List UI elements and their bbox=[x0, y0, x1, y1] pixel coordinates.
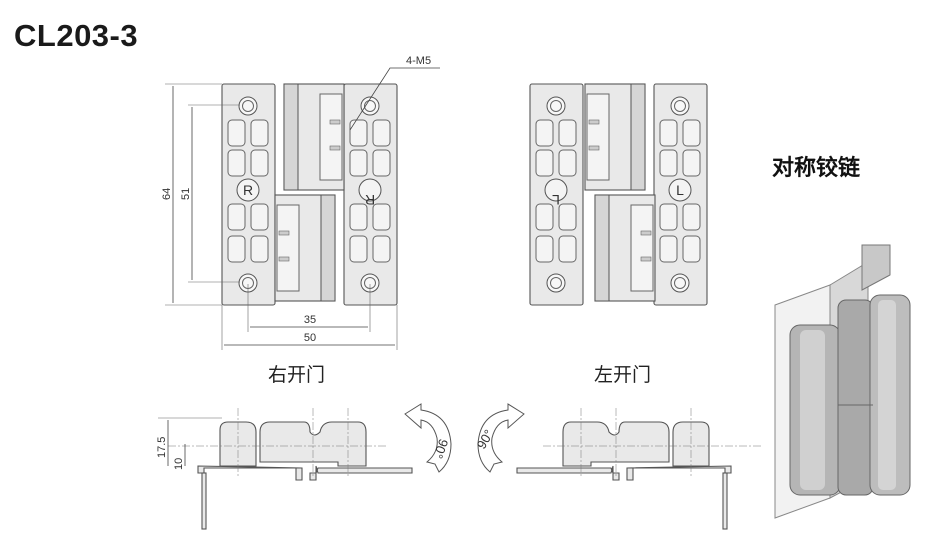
l-mark: L bbox=[676, 182, 684, 198]
r-mark-rotated: R bbox=[365, 192, 375, 208]
right-door-caption: 右开门 bbox=[268, 364, 326, 386]
rotation-arrow-right: 90° bbox=[404, 403, 452, 473]
dim-64: 64 bbox=[161, 188, 173, 200]
dim-17-5: 17.5 bbox=[156, 437, 168, 458]
hinge-3d-illustration bbox=[774, 244, 911, 519]
dim-51: 51 bbox=[180, 188, 192, 200]
dim-10: 10 bbox=[173, 458, 185, 470]
dim-35: 35 bbox=[304, 314, 316, 326]
symmetric-hinge-label: 对称铰链 bbox=[772, 156, 861, 181]
rotation-arrow-left: 90° bbox=[474, 403, 525, 473]
right-door-side-view: 17.5 10 bbox=[156, 407, 413, 530]
right-door-front-view: R R 64 51 35 50 4-M5 bbox=[161, 55, 440, 350]
left-door-front-view: L L bbox=[529, 83, 708, 306]
l-mark-rotated: L bbox=[552, 192, 560, 208]
r-mark: R bbox=[243, 182, 253, 198]
left-door-caption: 左开门 bbox=[594, 364, 652, 386]
dim-4-m5: 4-M5 bbox=[406, 55, 431, 67]
left-door-side-view bbox=[516, 407, 762, 530]
dim-50: 50 bbox=[304, 332, 316, 344]
svg-text:90°: 90° bbox=[430, 437, 451, 461]
product-code-title: CL203-3 bbox=[14, 18, 139, 53]
